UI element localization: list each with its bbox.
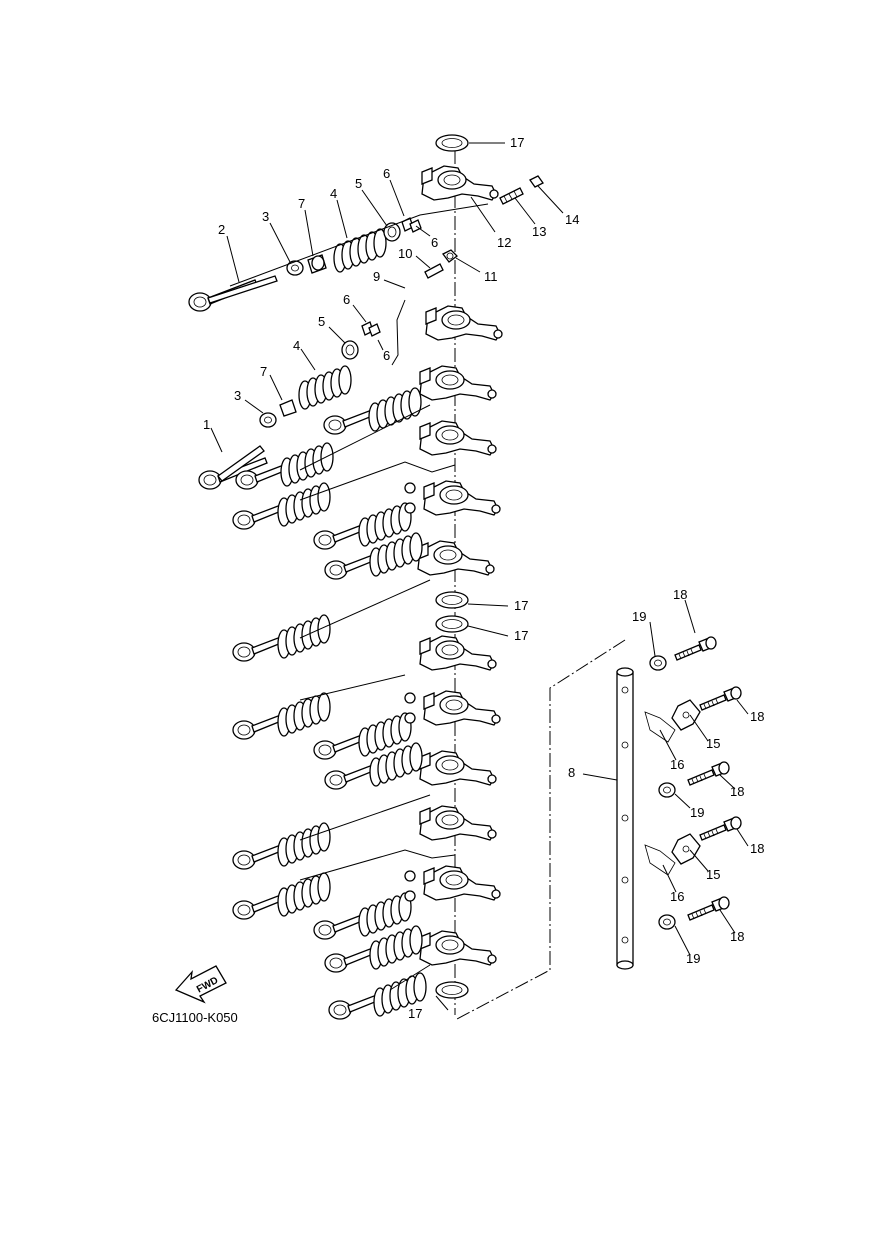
- callout-leader-lines: [210, 142, 749, 1011]
- callout-numbers: 17 2 3 7 4 5 6 6 12 13 14 10 11 9 6 6 5 …: [203, 135, 764, 1021]
- callout-18e: 18: [730, 929, 744, 944]
- rocker-arm-stack: [417, 165, 503, 966]
- callout-16a: 16: [670, 757, 684, 772]
- callout-17b: 17: [514, 598, 528, 613]
- callout-18b: 18: [750, 709, 764, 724]
- assembly-guide-lines: [229, 203, 489, 991]
- shaft-fasteners: [644, 636, 742, 930]
- rocker-shaft-8: [454, 639, 634, 1021]
- callout-19c: 19: [686, 951, 700, 966]
- callout-6a: 6: [383, 166, 390, 181]
- callout-19b: 19: [690, 805, 704, 820]
- callout-16b: 16: [670, 889, 684, 904]
- callout-3b: 3: [234, 388, 241, 403]
- callout-4a: 4: [330, 186, 337, 201]
- callout-18c: 18: [730, 784, 744, 799]
- callout-18a: 18: [673, 587, 687, 602]
- callout-17a: 17: [510, 135, 524, 150]
- callout-14: 14: [565, 212, 579, 227]
- callout-17d: 17: [408, 1006, 422, 1021]
- callout-3a: 3: [262, 209, 269, 224]
- callout-4b: 4: [293, 338, 300, 353]
- valve-assemblies: [233, 388, 426, 1019]
- rocker-collars: [404, 482, 416, 902]
- callout-2: 2: [218, 222, 225, 237]
- callout-6b: 6: [431, 235, 438, 250]
- callout-5b: 5: [318, 314, 325, 329]
- callout-5a: 5: [355, 176, 362, 191]
- valve-2-exploded-parts: [188, 175, 544, 490]
- diagram-code: 6CJ1100-K050: [152, 1010, 238, 1025]
- callout-6d: 6: [383, 348, 390, 363]
- callout-1: 1: [203, 417, 210, 432]
- callout-18d: 18: [750, 841, 764, 856]
- callout-10: 10: [398, 246, 412, 261]
- callout-13: 13: [532, 224, 546, 239]
- callout-9: 9: [373, 269, 380, 284]
- callout-15a: 15: [706, 736, 720, 751]
- callout-17c: 17: [514, 628, 528, 643]
- callout-11: 11: [484, 269, 498, 284]
- callout-7b: 7: [260, 364, 267, 379]
- callout-6c: 6: [343, 292, 350, 307]
- callout-19a: 19: [632, 609, 646, 624]
- callout-12: 12: [497, 235, 511, 250]
- callout-7a: 7: [298, 196, 305, 211]
- callout-8: 8: [568, 765, 575, 780]
- callout-15b: 15: [706, 867, 720, 882]
- fwd-arrow-icon: FWD: [174, 965, 227, 1004]
